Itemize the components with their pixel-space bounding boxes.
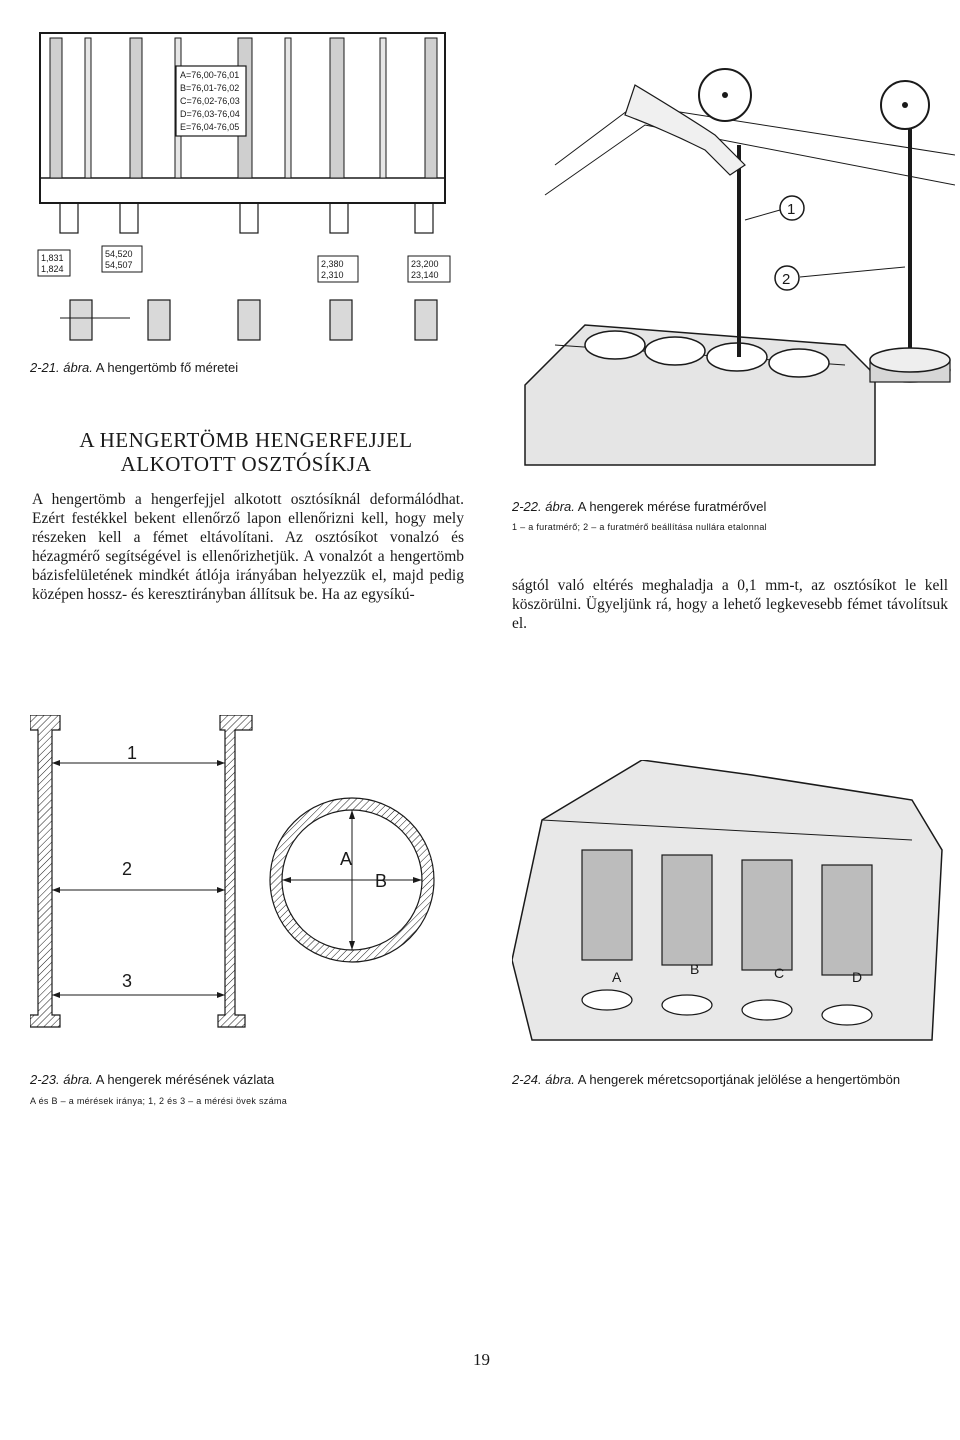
direction-label-a: A (340, 849, 352, 869)
bore-gauge-illustration: 1 2 (524, 68, 955, 466)
group-label-a: A (612, 969, 622, 985)
caption-number: 2-22. ábra. (512, 499, 575, 514)
direction-label-b: B (375, 871, 387, 891)
figure-2-23-caption: 2-23. ábra. A hengerek mérésének vázlata (30, 1072, 274, 1087)
tolerance-line: E=76,04-76,05 (180, 122, 239, 132)
figure-2-22-legend: 1 – a furatmérő; 2 – a furatmérő beállít… (512, 522, 767, 532)
zone-label-1: 1 (127, 743, 137, 763)
figure-2-22-caption: 2-22. ábra. A hengerek mérése furatmérőv… (512, 499, 766, 514)
dim-value: 2,310 (321, 270, 344, 280)
zone-label-2: 2 (122, 859, 132, 879)
dim-value: 54,507 (105, 260, 133, 270)
dim-value: 54,520 (105, 249, 133, 259)
dim-value: 1,824 (41, 264, 64, 274)
caption-number: 2-21. ábra. (30, 360, 93, 375)
figure-2-24-caption: 2-24. ábra. A hengerek méretcsoportjának… (512, 1072, 900, 1087)
caption-number: 2-24. ábra. (512, 1072, 575, 1087)
page-number: 19 (473, 1350, 490, 1369)
figure-2-21: A=76,00-76,01 B=76,01-76,02 C=76,02-76,0… (30, 28, 460, 358)
paragraph-left: A hengertömb a hengerfejjel alkotott osz… (32, 491, 464, 603)
figure-2-23-legend: A és B – a mérések iránya; 1, 2 és 3 – a… (30, 1096, 288, 1106)
heading-line: A HENGERTÖMB HENGERFEJJEL (79, 428, 413, 452)
figure-2-22: 1 2 (515, 45, 955, 485)
dim-value: 23,200 (411, 259, 439, 269)
caption-text: A hengerek mérésének vázlata (95, 1072, 275, 1087)
figure-2-24: A B C D (512, 760, 952, 1050)
block-underside-illustration: A B C D (512, 760, 943, 1041)
dim-value: 2,380 (321, 259, 344, 269)
zone-label-3: 3 (122, 971, 132, 991)
group-label-d: D (852, 969, 862, 985)
callout-1: 1 (787, 201, 795, 218)
heading-line: ALKOTOTT OSZTÓSÍKJA (120, 452, 372, 476)
caption-text: A hengerek méretcsoportjának jelölése a … (577, 1072, 901, 1087)
cylinder-measurement-sketch: 1 2 3 A B (30, 715, 435, 1028)
dim-value: 23,140 (411, 270, 439, 280)
paragraph-right: ságtól való eltérés meghaladja a 0,1 mm-… (512, 577, 948, 632)
tolerance-line: C=76,02-76,03 (180, 96, 240, 106)
caption-text: A hengerek mérése furatmérővel (577, 499, 767, 514)
engine-block-drawing: A=76,00-76,01 B=76,01-76,02 C=76,02-76,0… (37, 32, 451, 341)
group-label-c: C (774, 965, 784, 981)
caption-number: 2-23. ábra. (30, 1072, 93, 1087)
figure-2-21-caption: 2-21. ábra. A hengertömb fő méretei (30, 360, 238, 375)
group-label-b: B (690, 961, 699, 977)
dim-value: 1,831 (41, 253, 64, 263)
section-heading: A HENGERTÖMB HENGERFEJJEL ALKOTOTT OSZTÓ… (30, 428, 462, 476)
tolerance-line: B=76,01-76,02 (180, 83, 239, 93)
caption-text: A hengertömb fő méretei (95, 360, 239, 375)
tolerance-line: A=76,00-76,01 (180, 70, 239, 80)
tolerance-line: D=76,03-76,04 (180, 109, 240, 119)
callout-2: 2 (782, 271, 790, 288)
figure-2-23: 1 2 3 A B (30, 715, 485, 1045)
